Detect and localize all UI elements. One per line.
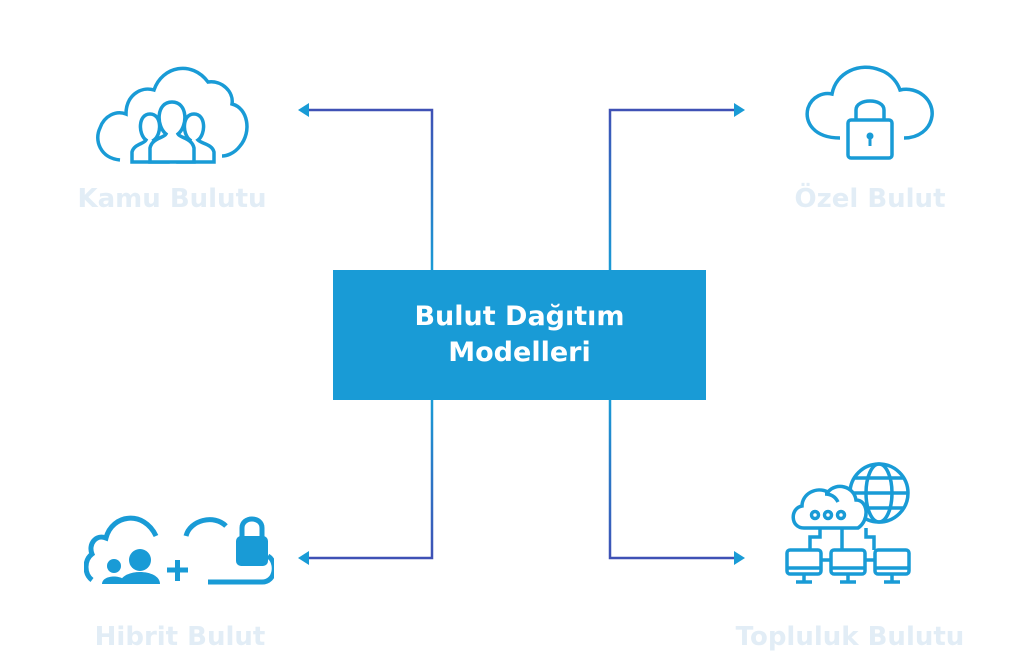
connector-community — [608, 400, 736, 560]
cloud-lock-icon — [805, 65, 934, 160]
arrow-head-public — [298, 103, 309, 117]
center-title-line2: Modelleri — [448, 337, 591, 368]
connector-public — [306, 108, 434, 270]
hybrid-cloud-icon — [84, 515, 274, 585]
cloud-network-icon — [785, 462, 911, 584]
arrow-head-community — [734, 551, 745, 565]
cloud-users-icon — [96, 66, 249, 164]
connector-private — [608, 108, 736, 270]
arrow-head-private — [734, 103, 745, 117]
label-hybrid-cloud: Hibrit Bulut — [94, 622, 266, 652]
center-title-line1: Bulut Dağıtım — [414, 301, 625, 332]
connector-hybrid — [306, 400, 434, 560]
label-public-cloud: Kamu Bulutu — [77, 184, 267, 214]
label-private-cloud: Özel Bulut — [794, 184, 946, 214]
arrow-head-hybrid — [298, 551, 309, 565]
label-community-cloud: Topluluk Bulutu — [735, 622, 965, 652]
center-box: Bulut Dağıtım Modelleri — [333, 270, 706, 400]
